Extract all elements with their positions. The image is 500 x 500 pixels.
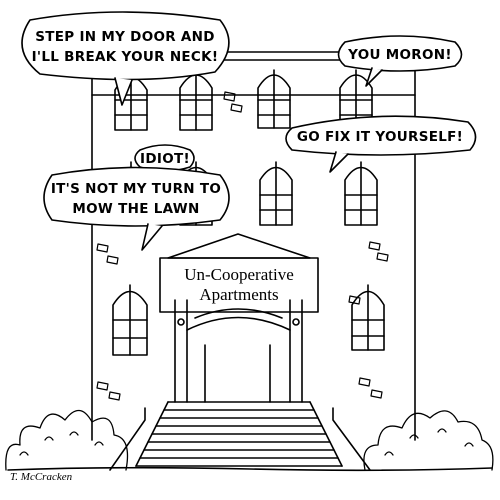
brick-marks xyxy=(96,91,389,401)
apartment-building xyxy=(91,51,416,441)
sign-line-1: Un-Cooperative xyxy=(184,265,294,284)
neck-line-1: STEP IN MY DOOR AND xyxy=(35,29,215,45)
lawn-line-2: MOW THE LAWN xyxy=(72,201,199,217)
speech-bubble-lawn xyxy=(43,166,230,251)
fix-line: GO FIX IT YOURSELF! xyxy=(297,129,463,145)
idiot-line: IDIOT! xyxy=(140,151,190,167)
neck-line-2: I'LL BREAK YOUR NECK! xyxy=(32,49,219,65)
speech-bubble-moron xyxy=(337,35,463,87)
speech-bubble-neck xyxy=(21,11,230,106)
lawn-line-1: IT'S NOT MY TURN TO xyxy=(51,181,221,197)
ground-line xyxy=(7,466,493,472)
front-steps xyxy=(109,401,371,471)
left-bushes xyxy=(5,409,129,471)
entrance-portico xyxy=(159,233,319,403)
speech-bubble-fix xyxy=(285,115,477,173)
right-bushes xyxy=(363,410,494,471)
artist-signature: T. McCracken xyxy=(10,471,73,483)
sign-line-2: Apartments xyxy=(199,285,278,304)
windows-bottom-row xyxy=(112,284,385,356)
moron-line: YOU MORON! xyxy=(347,47,452,63)
